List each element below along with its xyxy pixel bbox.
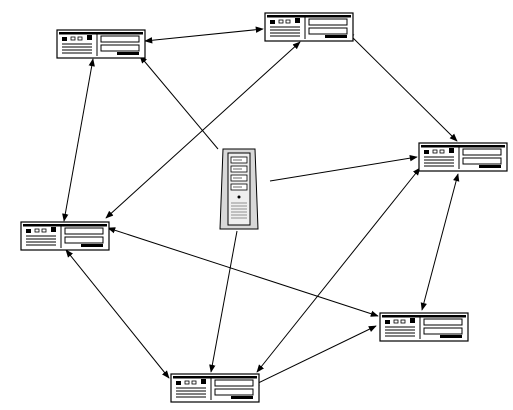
link-pc-right-upper-to-pc-right-lower	[420, 173, 460, 311]
link-pc-right-lower-to-pc-bottom	[251, 325, 377, 387]
desktop-computer-icon	[264, 12, 354, 42]
pc-bottom	[170, 373, 260, 403]
link-pc-top-left-to-pc-top-center	[144, 26, 264, 44]
link-server-to-pc-bottom	[209, 230, 238, 373]
desktop-computer-icon	[418, 142, 508, 172]
desktop-computer-icon	[56, 29, 146, 59]
pc-right-lower	[379, 312, 469, 342]
link-pc-top-center-to-pc-right-upper	[346, 31, 458, 142]
desktop-computer-icon	[20, 221, 110, 251]
link-server-to-pc-top-left	[139, 55, 219, 150]
nodes-layer	[20, 12, 508, 403]
pc-top-center	[264, 12, 354, 42]
link-pc-bottom-to-pc-left-middle	[65, 249, 170, 379]
link-pc-right-upper-to-pc-bottom	[256, 167, 421, 373]
links-layer	[62, 26, 460, 387]
pc-right-upper	[418, 142, 508, 172]
desktop-computer-icon	[170, 373, 260, 403]
tower-server-icon	[219, 148, 259, 230]
link-server-to-pc-right-upper	[269, 155, 418, 182]
link-pc-left-middle-to-pc-top-left	[62, 58, 95, 222]
link-pc-top-center-to-pc-left-middle	[105, 41, 301, 219]
desktop-computer-icon	[379, 312, 469, 342]
pc-top-left	[56, 29, 146, 59]
pc-left-middle	[20, 221, 110, 251]
server	[219, 148, 259, 230]
